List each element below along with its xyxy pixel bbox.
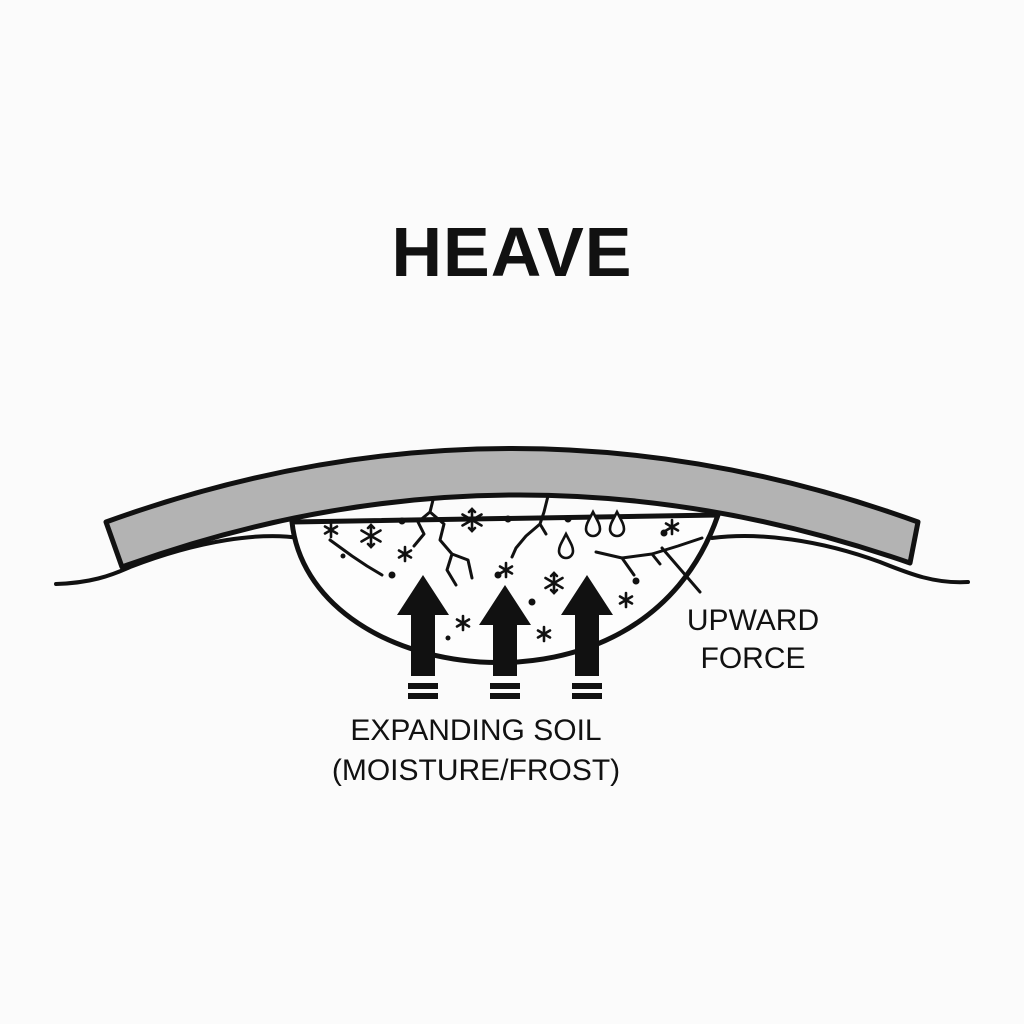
- expanding-soil-label-line2: (MOISTURE/FROST): [332, 754, 620, 787]
- upward-force-leader: [660, 546, 702, 594]
- snowflake-icon: [664, 518, 680, 536]
- snowflake-icon: [323, 521, 339, 539]
- up-arrow-icon: [561, 575, 613, 699]
- up-arrow-icon: [479, 585, 531, 699]
- heaved-slab: [103, 446, 921, 570]
- frost-crystals: [323, 507, 680, 643]
- upward-force-label-line1: UPWARD: [687, 604, 819, 637]
- soil-cracks: [328, 494, 704, 587]
- crack-icon: [594, 536, 704, 577]
- crack-icon: [510, 494, 550, 559]
- upward-force-label-line2: FORCE: [701, 642, 806, 675]
- crack-icon: [328, 538, 384, 577]
- snowflake-icon: [544, 571, 564, 595]
- snowflake-icon: [360, 523, 382, 549]
- expanding-soil-label-line1: EXPANDING SOIL: [350, 714, 601, 747]
- moisture-drops: [557, 509, 626, 560]
- snowflake-icon: [498, 561, 514, 579]
- snowflake-icon: [618, 591, 634, 609]
- up-arrow-icon: [397, 575, 449, 699]
- page-title: HEAVE: [392, 213, 633, 291]
- snowflake-icon: [455, 614, 471, 632]
- water-drop-icon: [557, 531, 575, 560]
- water-drop-icon: [584, 509, 602, 538]
- snowflake-icon: [461, 507, 483, 533]
- water-drop-icon: [608, 509, 626, 538]
- snowflake-icon: [536, 625, 552, 643]
- upward-arrows: [397, 575, 613, 699]
- crack-icon: [412, 494, 474, 587]
- snowflake-icon: [397, 545, 413, 563]
